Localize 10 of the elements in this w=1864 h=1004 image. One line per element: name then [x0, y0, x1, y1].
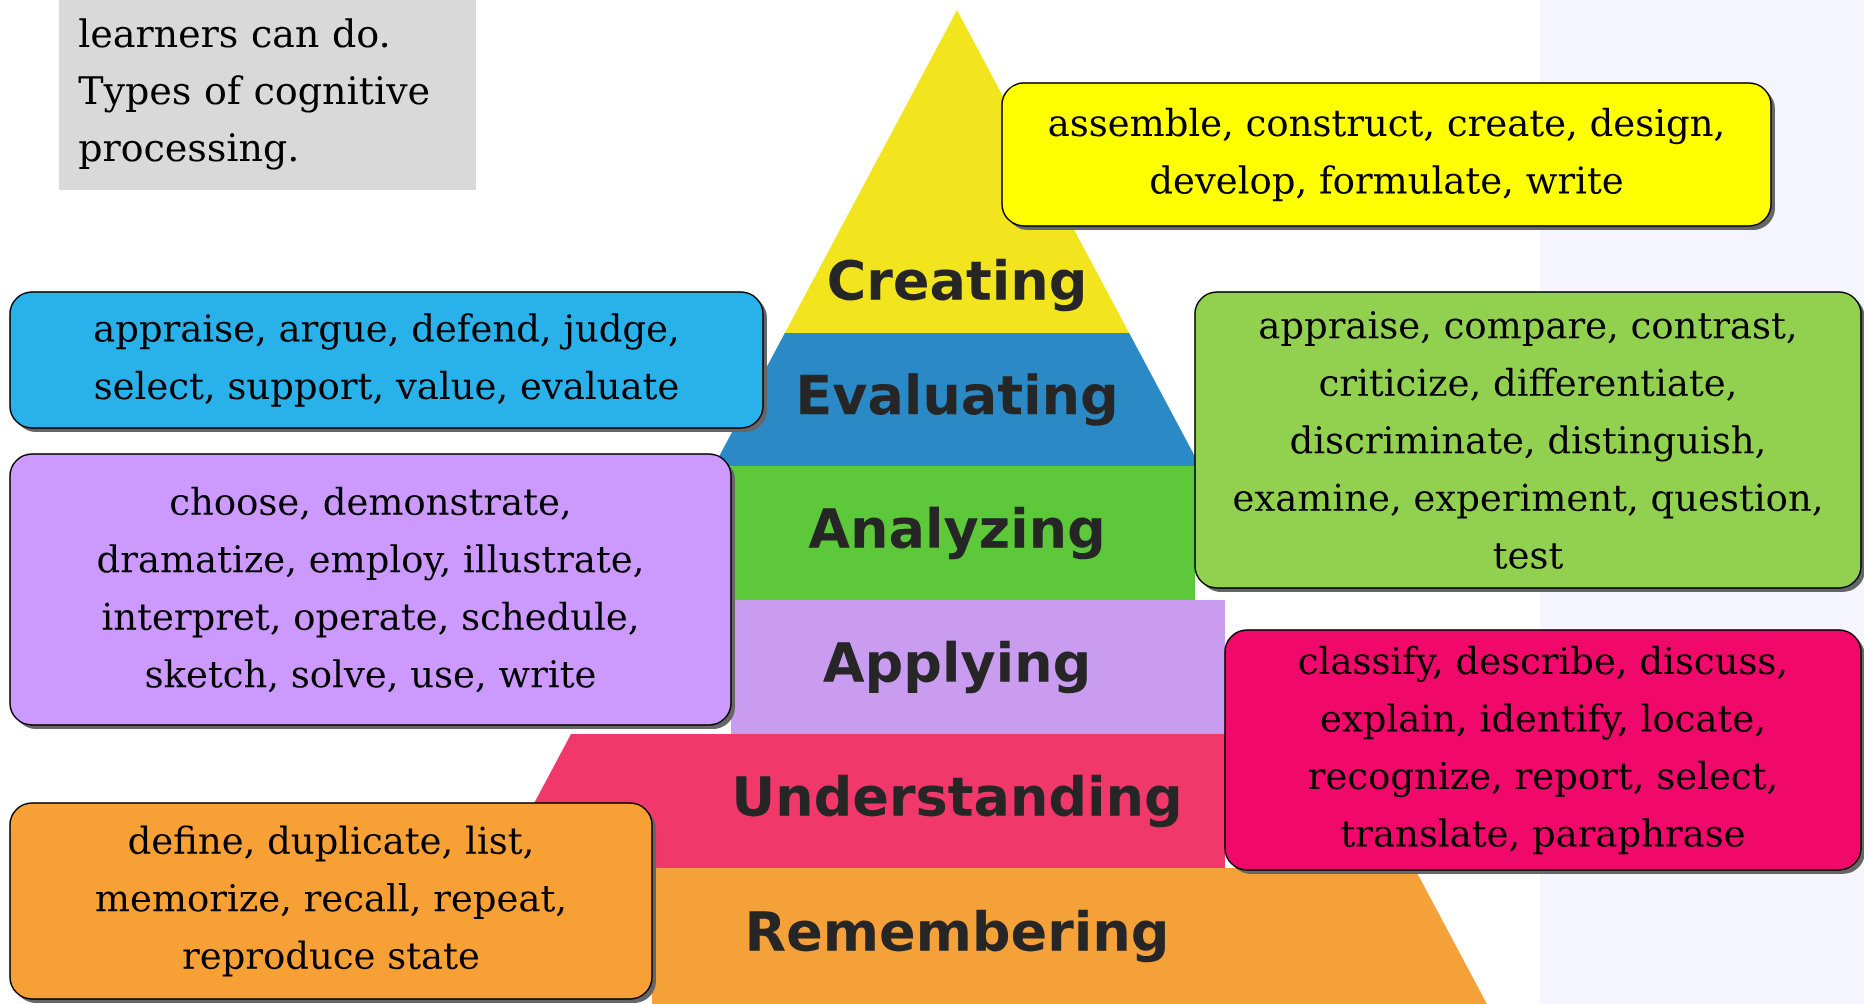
verb-box: choose, demonstrate, dramatize, employ, illustrate, interpret, operate, schedule, sketch, solve, use, write — [9, 453, 735, 729]
pyramid-band: Remembering — [652, 868, 1487, 1004]
note-box: learners can do. Types of cognitive processing. — [59, 0, 476, 190]
pyramid-band: Analyzing — [731, 466, 1195, 600]
verb-box: appraise, compare, contrast, criticize, differentiate, discriminate, distinguish, examine, experiment, question, test — [1194, 291, 1864, 592]
verb-box: define, duplicate, list, memorize, recall, repeat, reproduce state — [9, 802, 656, 1003]
verb-box: assemble, construct, create, design, develop, formulate, write — [1001, 82, 1775, 230]
verb-box: classify, describe, discuss, explain, identify, locate, recognize, report, select, translate, paraphrase — [1224, 629, 1864, 874]
verb-box: appraise, argue, defend, judge, select, support, value, evaluate — [9, 291, 767, 432]
pyramid-band: Applying — [731, 600, 1225, 734]
